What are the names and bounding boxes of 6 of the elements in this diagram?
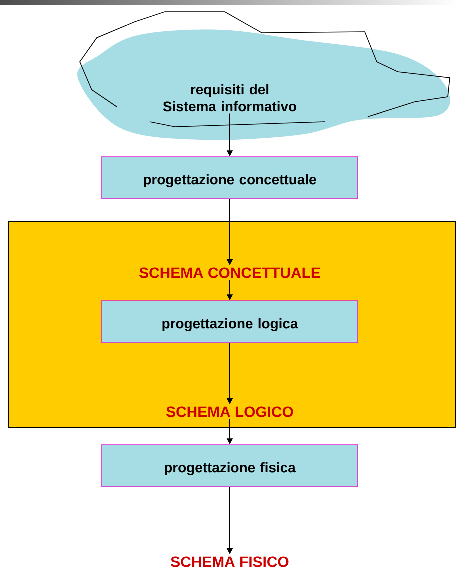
schema-label: SCHEMA CONCETTUALE — [140, 268, 320, 278]
process-box: progettazione concettuale — [102, 156, 358, 200]
process-box: progettazione fisica — [102, 444, 358, 488]
process-box: progettazione logica — [102, 300, 358, 344]
schema-label: SCHEMA LOGICO — [166, 406, 294, 418]
schema-label: SCHEMA FISICO — [171, 556, 289, 568]
